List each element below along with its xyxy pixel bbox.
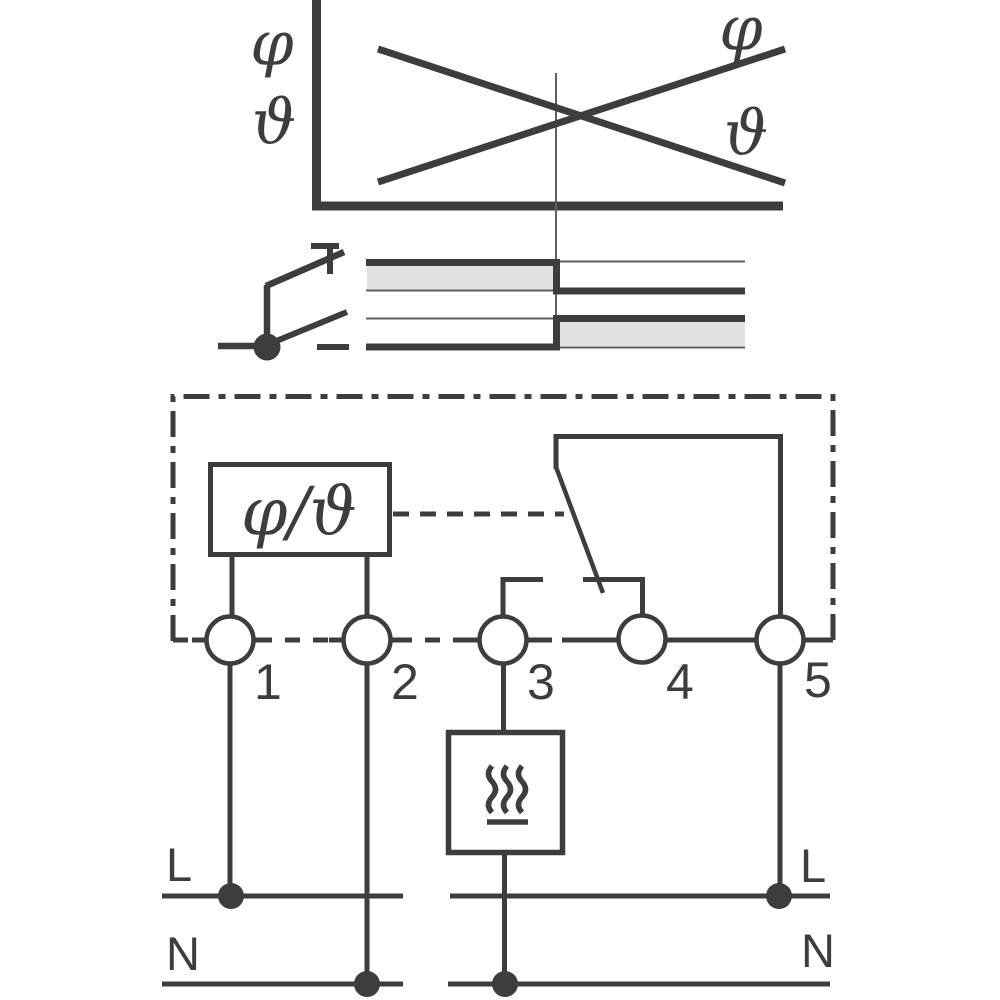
relay-contact-terminal4 xyxy=(583,577,645,617)
terminal-circle-4 xyxy=(616,613,668,665)
terminal-label-4: 4 xyxy=(666,654,694,710)
curve-label-theta: ϑ xyxy=(724,97,768,170)
terminal-circle-1 xyxy=(204,614,256,666)
junction-dot-heater-N xyxy=(492,971,518,997)
switching-behaviour xyxy=(218,243,745,361)
track1-on-region xyxy=(367,263,556,290)
relay-changeover-contact xyxy=(500,434,783,617)
right-line-label: L xyxy=(800,839,826,892)
junction-dot-2-N xyxy=(354,971,380,997)
terminal-circle-5 xyxy=(754,614,806,666)
terminal-label-3: 3 xyxy=(527,654,555,710)
right-neutral-label: N xyxy=(801,924,835,977)
relay-frame-line xyxy=(553,434,783,617)
terminal-label-5: 5 xyxy=(804,652,832,708)
switch-arm-lower xyxy=(267,309,349,347)
heat-wave-1 xyxy=(485,764,499,815)
track1-signal-step-down xyxy=(366,259,745,295)
controller-box xyxy=(208,462,392,557)
timing-track-off-on xyxy=(366,315,745,351)
left-line-label: L xyxy=(166,838,192,891)
terminal-label-1: 1 xyxy=(254,654,282,710)
graph-axes xyxy=(312,0,783,211)
external-wiring xyxy=(227,663,783,984)
device-enclosure-outline xyxy=(170,394,836,641)
relay-contact-terminal3 xyxy=(500,577,543,617)
curve-label-phi: φ xyxy=(719,0,763,65)
axis-label-phi: φ xyxy=(250,7,294,80)
changeover-switch-icon xyxy=(218,243,349,361)
rising-curve xyxy=(376,45,787,186)
terminal-circle-3 xyxy=(477,614,529,666)
heat-wave-2 xyxy=(500,764,514,815)
junction-dot-5-L xyxy=(766,883,792,909)
heat-wave-3 xyxy=(515,764,529,815)
power-rails: L N L N xyxy=(162,838,835,997)
terminal-strip: 1 2 3 4 5 xyxy=(173,613,833,710)
controller-label: φ/ϑ xyxy=(241,474,357,551)
axis-label-theta: ϑ xyxy=(252,86,296,159)
characteristic-graph: φ ϑ φ ϑ xyxy=(250,0,787,320)
humidity-temperature-sensor-block: φ/ϑ xyxy=(208,462,564,617)
track2-on-region xyxy=(557,320,745,346)
junction-dot-1-L xyxy=(218,883,244,909)
heater-box xyxy=(445,729,566,856)
relay-moving-arm xyxy=(553,466,606,594)
terminal-label-2: 2 xyxy=(391,654,419,710)
terminal-circle-2 xyxy=(341,614,393,666)
left-neutral-label: N xyxy=(166,927,200,980)
heating-element-icon xyxy=(445,729,566,856)
track2-signal-step-up xyxy=(366,315,745,351)
timing-track-on-off xyxy=(366,259,745,295)
